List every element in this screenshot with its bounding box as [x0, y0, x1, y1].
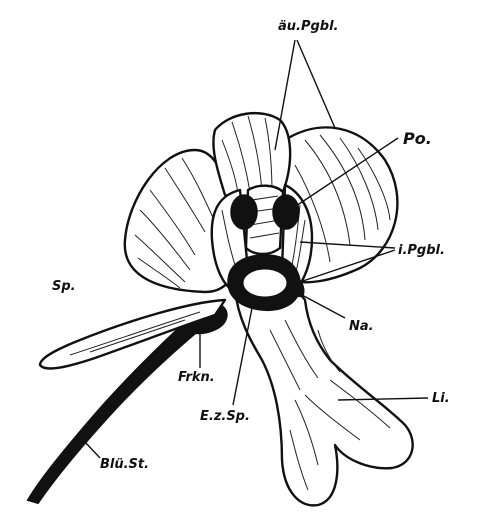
pollinium-right	[273, 195, 299, 229]
label-li: Li.	[432, 391, 450, 406]
leader-au-pgbl-2	[297, 40, 335, 128]
label-ez-sp: E.z.Sp.	[200, 409, 250, 424]
label-frkn: Frkn.	[178, 370, 215, 385]
label-na: Na.	[349, 319, 374, 334]
label-po: Po.	[403, 129, 432, 148]
label-i-pgbl: i.Pgbl.	[398, 243, 445, 258]
label-sp: Sp.	[52, 279, 76, 294]
pollinium-left	[231, 195, 257, 229]
leader-blu-st	[85, 442, 100, 458]
label-blu-st: Blü.St.	[100, 457, 149, 472]
outer-perianth-top	[213, 113, 290, 199]
lip	[235, 290, 413, 505]
label-au-pgbl: äu.Pgbl.	[278, 19, 339, 34]
spur-entrance-opening	[243, 269, 287, 297]
